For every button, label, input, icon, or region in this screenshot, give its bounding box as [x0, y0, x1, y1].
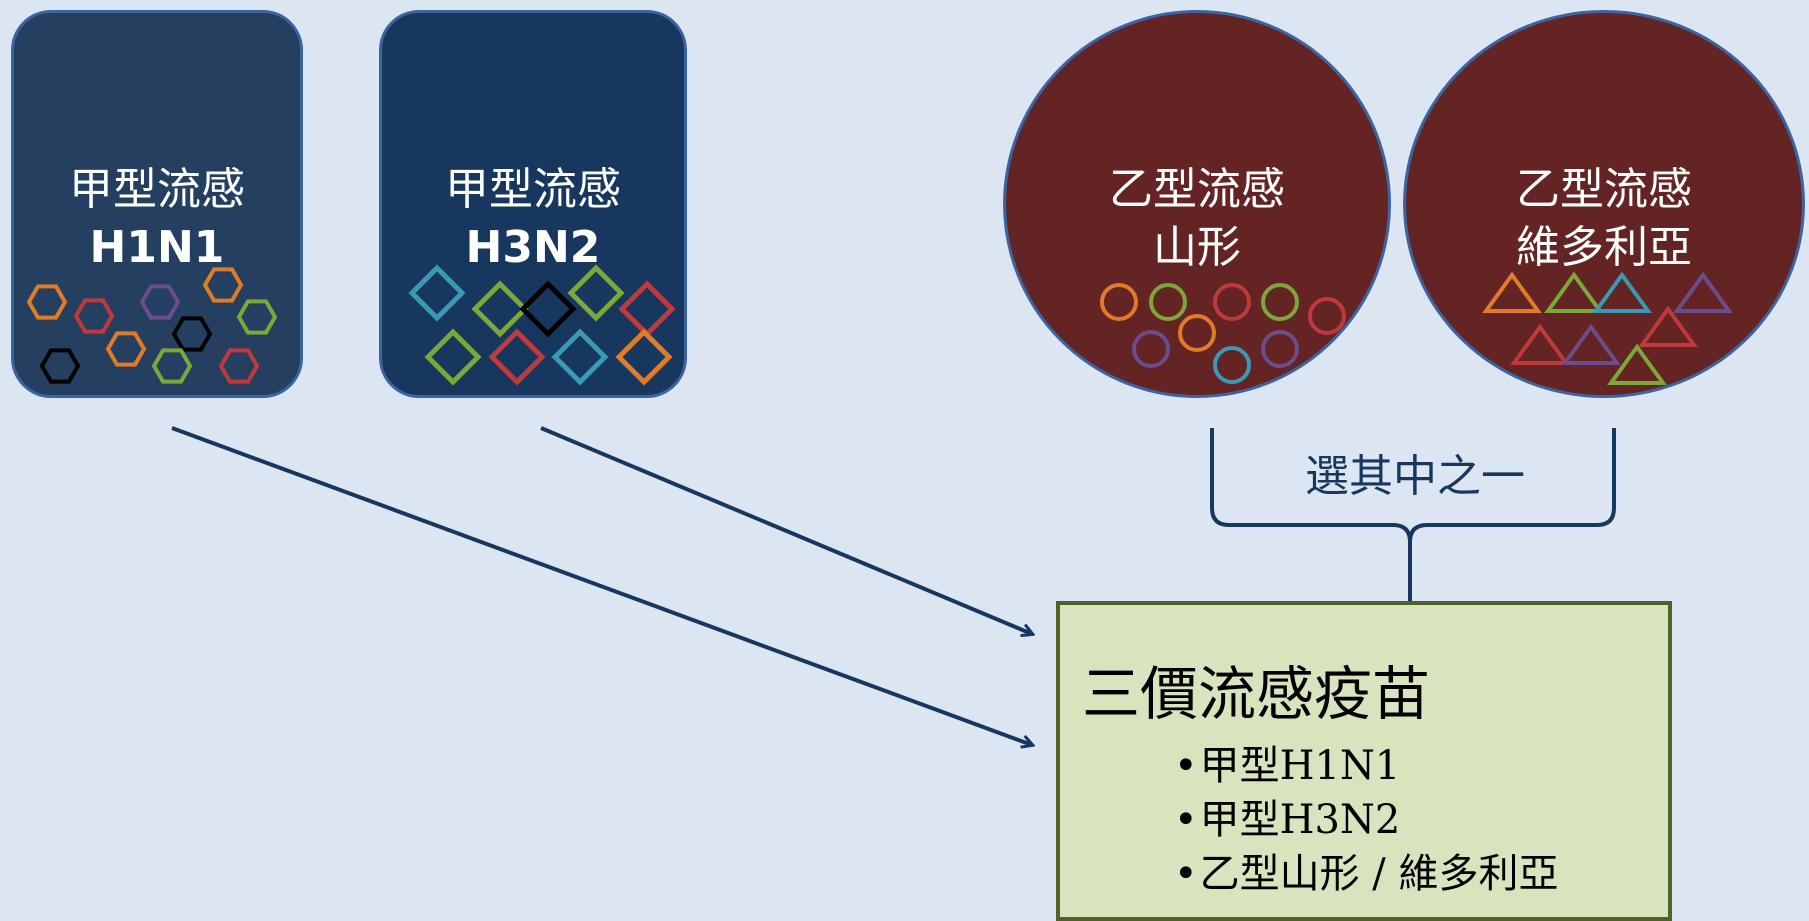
diamond-icon — [615, 328, 673, 386]
circle-icon — [1308, 297, 1346, 335]
flu-b-yamagata-card: 乙型流感 山形 — [1003, 10, 1391, 398]
trivalent-vaccine-box: 三價流感疫苗 甲型H1N1 甲型H3N2 乙型山形 / 維多利亞 — [1056, 601, 1672, 921]
circle-icon — [1149, 283, 1187, 321]
hexagon-icon — [73, 298, 115, 334]
arrow-h3n2-to-vaccine — [540, 426, 1032, 634]
triangle-icon — [1638, 305, 1698, 347]
triangle-icon — [1607, 343, 1667, 385]
flu-b-victoria-strain: 維多利亞 — [1516, 222, 1692, 273]
triangle-icons — [1482, 271, 1733, 385]
hexagon-icon — [218, 348, 260, 384]
hexagon-icon — [236, 299, 278, 335]
vaccine-component: 甲型H3N2 — [1174, 793, 1559, 847]
flu-a-h1n1-strain: H1N1 — [89, 222, 225, 273]
hexagon-icon — [151, 348, 193, 384]
flu-a-h1n1-type: 甲型流感 — [69, 164, 245, 215]
circle-icon — [1261, 330, 1299, 368]
flu-b-yamagata-type: 乙型流感 — [1109, 164, 1285, 215]
hexagon-icon — [105, 331, 147, 367]
hexagon-icon — [202, 267, 244, 303]
diamond-icon — [567, 264, 625, 322]
flu-b-victoria-card: 乙型流感 維多利亞 — [1403, 10, 1805, 398]
diamond-icon — [488, 328, 546, 386]
flu-a-h1n1-label: 甲型流感 H1N1 — [14, 161, 300, 277]
diamond-icon — [408, 264, 466, 322]
triangle-icon — [1673, 271, 1733, 313]
triangle-icon — [1561, 323, 1621, 365]
vaccine-title: 三價流感疫苗 — [1082, 660, 1431, 728]
hexagon-icon — [39, 348, 81, 384]
choose-one-brace — [1210, 428, 1616, 601]
arrow-h1n1-to-vaccine — [171, 426, 1032, 745]
flu-b-yamagata-label: 乙型流感 山形 — [1006, 161, 1388, 277]
circle-icon — [1261, 283, 1299, 321]
flu-b-yamagata-strain: 山形 — [1153, 222, 1241, 273]
diamond-icon — [551, 328, 609, 386]
circle-icons — [1100, 283, 1346, 384]
diamond-icon — [424, 328, 482, 386]
flu-a-h1n1-card: 甲型流感 H1N1 — [11, 10, 303, 398]
flu-a-h3n2-label: 甲型流感 H3N2 — [382, 161, 684, 277]
vaccine-component: 乙型山形 / 維多利亞 — [1174, 847, 1559, 901]
vaccine-components-list: 甲型H1N1 甲型H3N2 乙型山形 / 維多利亞 — [1174, 739, 1559, 901]
diamond-icon — [519, 280, 577, 338]
flu-a-h3n2-card: 甲型流感 H3N2 — [379, 10, 687, 398]
flu-a-h3n2-type: 甲型流感 — [445, 164, 621, 215]
circle-icon — [1178, 314, 1216, 352]
flu-b-victoria-label: 乙型流感 維多利亞 — [1406, 161, 1802, 277]
flu-b-victoria-type: 乙型流感 — [1516, 164, 1692, 215]
diamond-icon — [471, 280, 529, 338]
hexagon-icon — [26, 284, 68, 320]
vaccine-component: 甲型H1N1 — [1174, 739, 1559, 793]
triangle-icon — [1482, 271, 1542, 313]
flu-a-h3n2-strain: H3N2 — [465, 222, 601, 273]
circle-icon — [1132, 330, 1170, 368]
triangle-icon — [1592, 271, 1652, 313]
diamond-icons — [408, 264, 676, 386]
hexagon-icon — [171, 316, 213, 352]
triangle-icon — [1510, 323, 1570, 365]
circle-icon — [1100, 283, 1138, 321]
triangle-icon — [1544, 271, 1604, 313]
hexagon-icons — [26, 267, 278, 384]
hexagon-icon — [139, 284, 181, 320]
circle-icon — [1213, 283, 1251, 321]
choose-one-label: 選其中之一 — [1305, 451, 1525, 502]
circle-icon — [1213, 346, 1251, 384]
